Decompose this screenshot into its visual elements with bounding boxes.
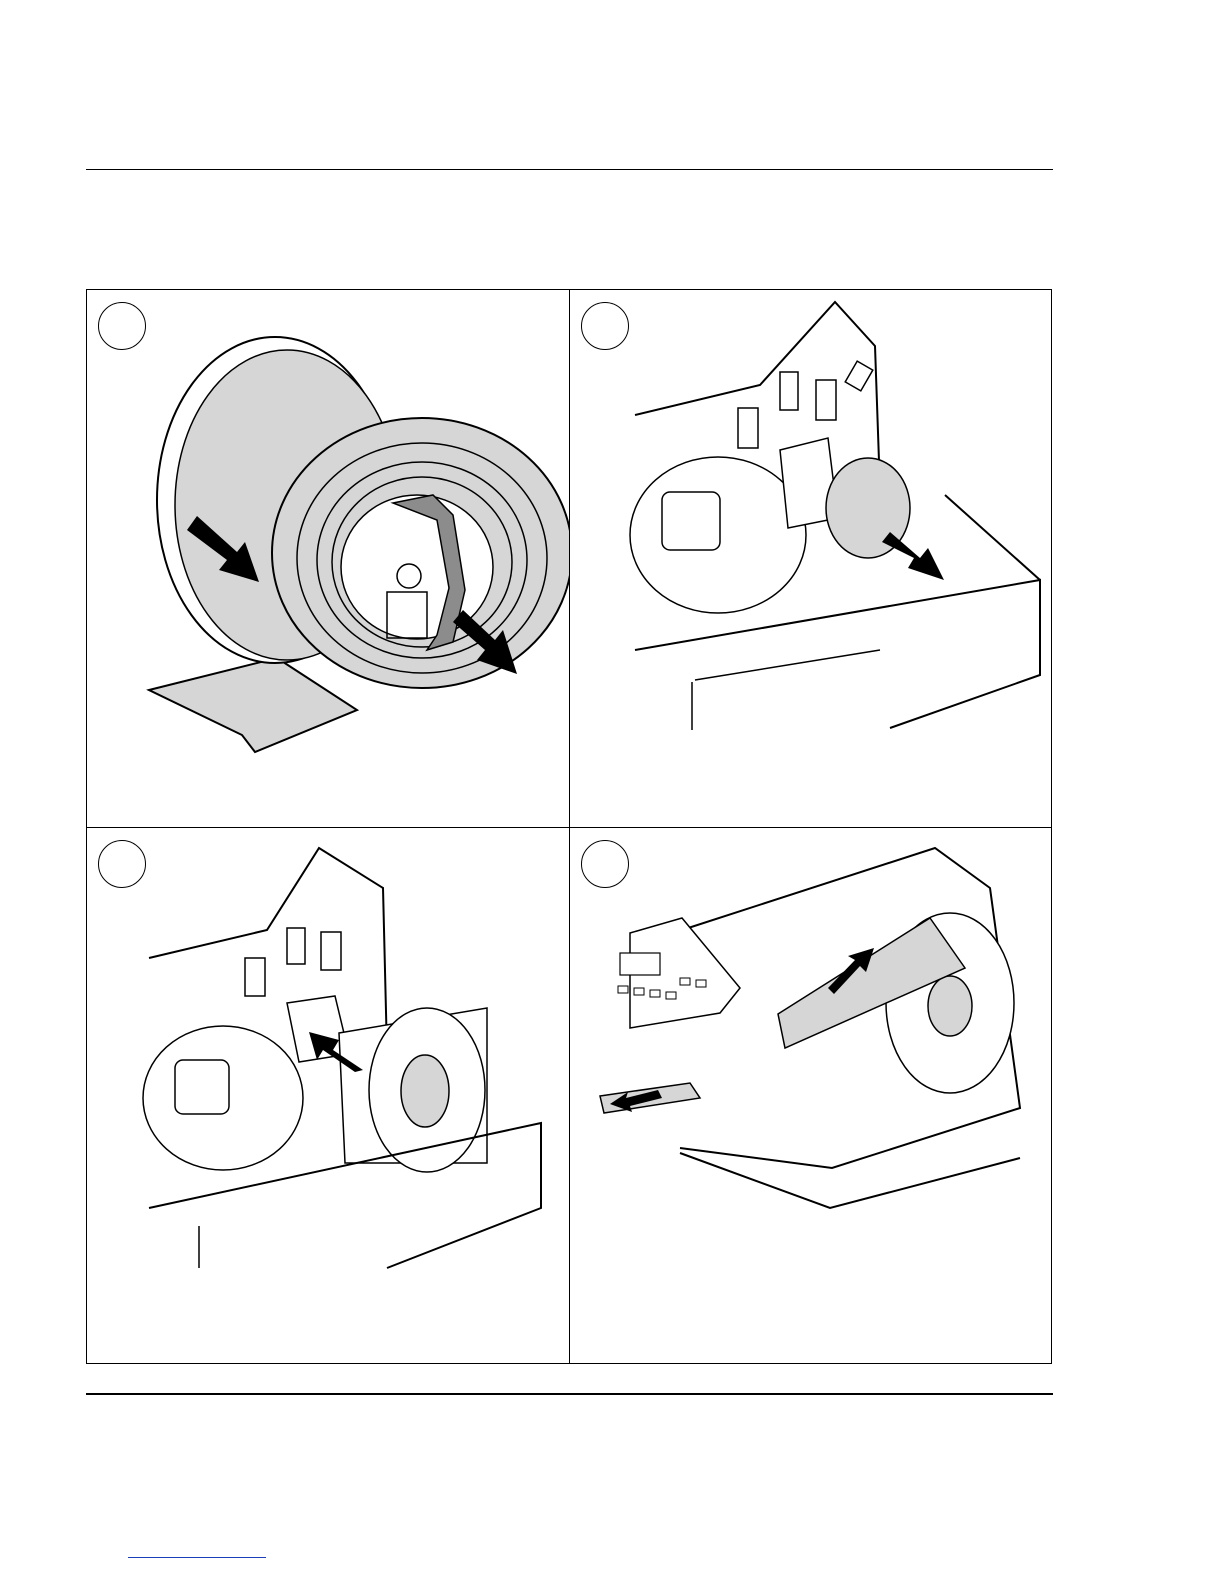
step-panel-2 xyxy=(570,290,1052,827)
step-panel-3 xyxy=(87,828,569,1365)
footer-link-underline[interactable] xyxy=(128,1557,266,1558)
media-roll-illustration xyxy=(87,290,569,827)
roll-loading-illustration xyxy=(87,828,569,1365)
step-number-4 xyxy=(581,840,629,888)
footer-rule xyxy=(86,1393,1053,1395)
step-panel-4 xyxy=(570,828,1052,1365)
step-number-3 xyxy=(98,840,146,888)
step-panel-1 xyxy=(87,290,569,827)
printer-hub-illustration xyxy=(570,290,1052,827)
step-number-1 xyxy=(98,302,146,350)
step-number-2 xyxy=(581,302,629,350)
header-rule xyxy=(86,169,1053,170)
media-threading-illustration xyxy=(570,828,1052,1365)
